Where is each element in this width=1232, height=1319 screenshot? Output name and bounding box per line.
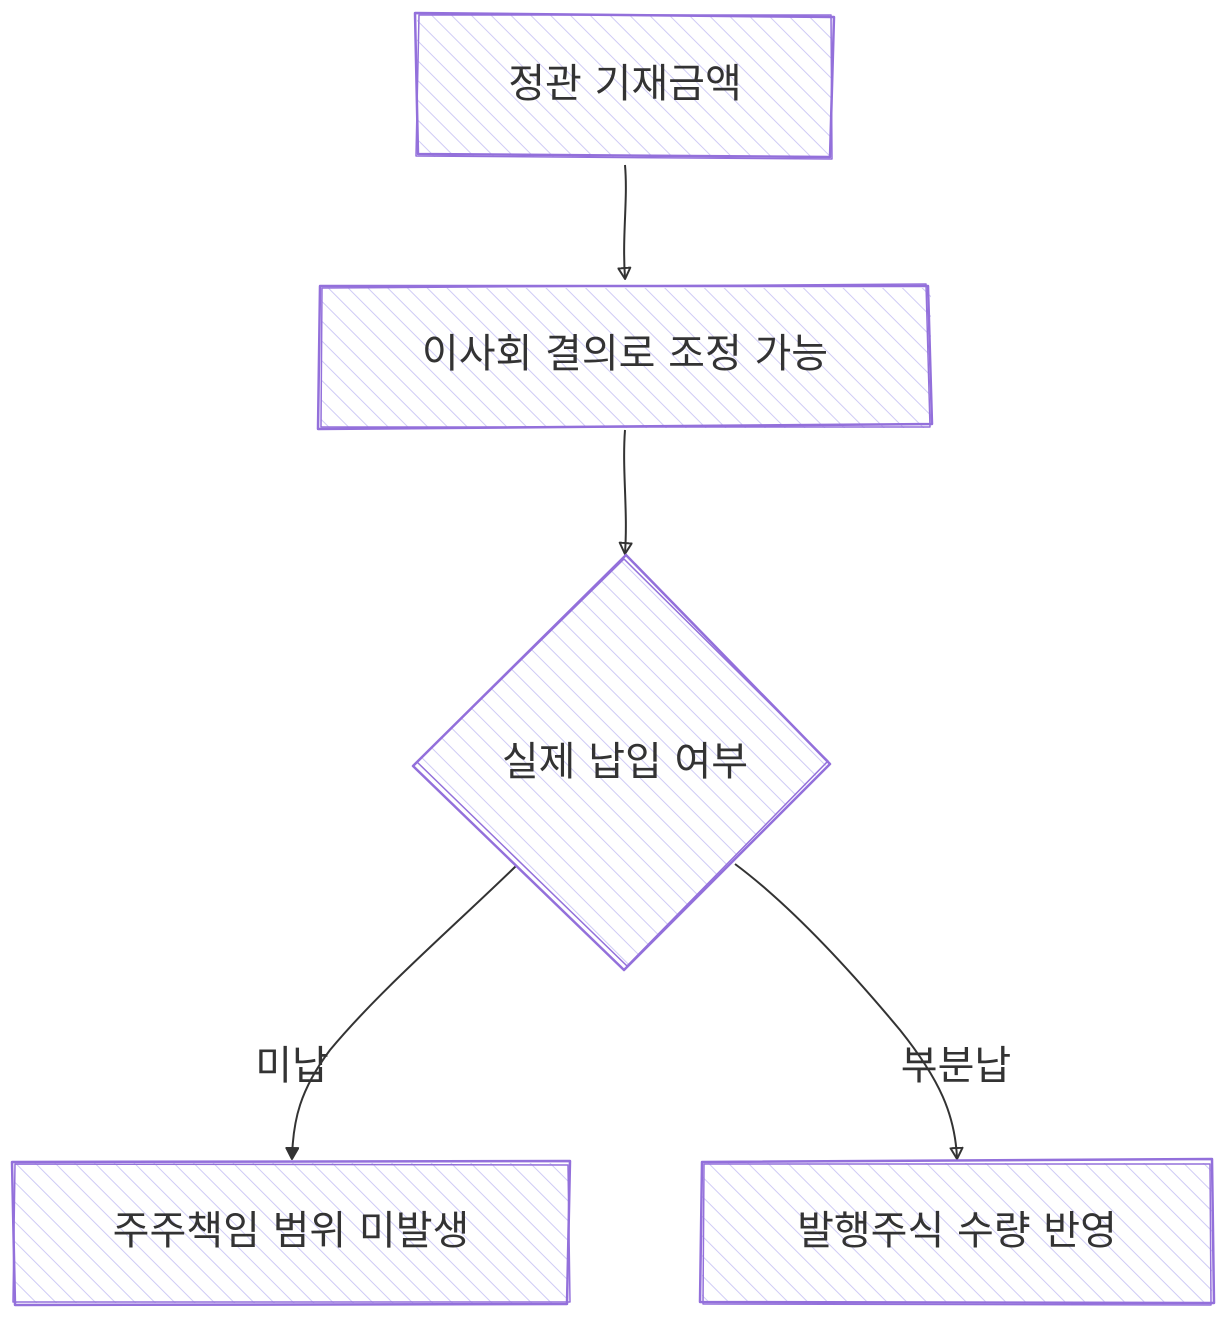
edge-decision-to-shares <box>734 863 964 1160</box>
node-payment-check: 실제 납입 여부 <box>411 553 832 972</box>
edge-board-to-decision <box>618 429 633 555</box>
edge-label-unpaid: 미납 <box>255 1043 329 1089</box>
node-label: 이사회 결의로 조정 가능 <box>422 331 828 377</box>
edge-label-partial: 부분납 <box>901 1043 1011 1089</box>
node-label: 실제 납입 여부 <box>502 739 748 785</box>
node-label: 주주책임 범위 미발생 <box>113 1208 470 1254</box>
node-no-liability: 주주책임 범위 미발생 <box>10 1159 572 1307</box>
node-shares-reflected: 발행주식 수량 반영 <box>698 1157 1216 1306</box>
node-articles-amount: 정관 기재금액 <box>413 11 836 160</box>
edge-articles-to-board <box>617 164 632 280</box>
node-label: 발행주식 수량 반영 <box>797 1208 1117 1254</box>
edges <box>285 164 964 1160</box>
edge-decision-to-no-liability <box>285 865 517 1160</box>
node-label: 정관 기재금액 <box>508 61 742 107</box>
node-board-adjustable: 이사회 결의로 조정 가능 <box>316 283 934 431</box>
